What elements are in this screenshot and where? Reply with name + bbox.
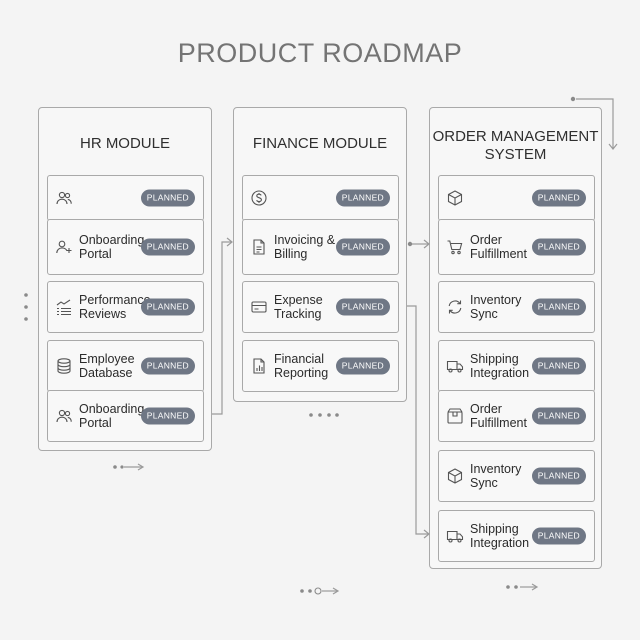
status-badge: PLANNED bbox=[531, 407, 586, 425]
feature-label: Financial Reporting bbox=[274, 352, 329, 380]
status-badge: PLANNED bbox=[531, 238, 586, 256]
feature-card[interactable]: Inventory Sync PLANNED bbox=[438, 281, 595, 333]
box-icon bbox=[446, 189, 464, 207]
feature-label: Inventory Sync bbox=[470, 293, 522, 321]
status-badge: PLANNED bbox=[531, 298, 586, 316]
status-badge: PLANNED bbox=[335, 357, 390, 375]
feature-card[interactable]: Shipping Integration PLANNED bbox=[438, 510, 595, 562]
document-icon bbox=[250, 238, 268, 256]
status-badge: PLANNED bbox=[531, 357, 586, 375]
feature-label: Onboarding Portal bbox=[79, 402, 145, 430]
connector-hr-finance bbox=[212, 241, 231, 415]
feature-label: Performance Reviews bbox=[79, 293, 151, 321]
feature-label: Onboarding Portal bbox=[79, 233, 145, 261]
status-badge: PLANNED bbox=[140, 298, 195, 316]
status-badge: PLANNED bbox=[335, 189, 390, 207]
feature-label: Order Fulfillment bbox=[470, 402, 527, 430]
module-finance: FINANCE MODULE PLANNED Invoicing & Billi… bbox=[233, 107, 407, 402]
feature-label: Inventory Sync bbox=[470, 462, 522, 490]
status-badge: PLANNED bbox=[140, 189, 195, 207]
people-icon bbox=[55, 189, 73, 207]
people-icon bbox=[55, 407, 73, 425]
dollar-coin-icon bbox=[250, 189, 268, 207]
truck-icon bbox=[446, 357, 464, 375]
page-title: PRODUCT ROADMAP bbox=[177, 38, 463, 68]
feature-card[interactable]: Inventory Sync PLANNED bbox=[438, 450, 595, 502]
status-badge: PLANNED bbox=[531, 189, 586, 207]
feature-card[interactable]: Onboarding Portal PLANNED bbox=[47, 390, 204, 442]
cart-icon bbox=[446, 238, 464, 256]
feature-card[interactable]: Financial Reporting PLANNED bbox=[242, 340, 399, 392]
person-add-icon bbox=[55, 238, 73, 256]
status-badge: PLANNED bbox=[335, 298, 390, 316]
feature-card[interactable]: Shipping Integration PLANNED bbox=[438, 340, 595, 392]
feature-card[interactable]: Employee Database PLANNED bbox=[47, 340, 204, 392]
module-order-management: ORDER MANAGEMENT SYSTEM PLANNED Order Fu… bbox=[429, 107, 602, 569]
trend-list-icon bbox=[55, 298, 73, 316]
package-icon bbox=[446, 407, 464, 425]
feature-card[interactable]: Onboarding Portal PLANNED bbox=[47, 219, 204, 275]
box-icon bbox=[446, 467, 464, 485]
module-hr: HR MODULE PLANNED Onboarding Portal PLAN… bbox=[38, 107, 212, 451]
feature-label: Employee Database bbox=[79, 352, 135, 380]
feature-card[interactable]: Order Fulfillment PLANNED bbox=[438, 219, 595, 275]
feature-label: Expense Tracking bbox=[274, 293, 323, 321]
report-chart-icon bbox=[250, 357, 268, 375]
feature-label: Invoicing & Billing bbox=[274, 233, 336, 261]
feature-card[interactable]: Invoicing & Billing PLANNED bbox=[242, 219, 399, 275]
status-badge: PLANNED bbox=[531, 467, 586, 485]
status-badge: PLANNED bbox=[140, 238, 195, 256]
feature-label: Order Fulfillment bbox=[470, 233, 527, 261]
status-badge: PLANNED bbox=[140, 407, 195, 425]
feature-card[interactable]: PLANNED bbox=[438, 175, 595, 221]
feature-card[interactable]: Performance Reviews PLANNED bbox=[47, 281, 204, 333]
feature-label: Shipping Integration bbox=[470, 352, 530, 380]
status-badge: PLANNED bbox=[531, 527, 586, 545]
feature-card[interactable]: Expense Tracking PLANNED bbox=[242, 281, 399, 333]
feature-card[interactable]: PLANNED bbox=[242, 175, 399, 221]
status-badge: PLANNED bbox=[140, 357, 195, 375]
module-title: FINANCE MODULE bbox=[252, 135, 388, 152]
module-title: HR MODULE bbox=[79, 135, 170, 152]
database-icon bbox=[55, 357, 73, 375]
status-badge: PLANNED bbox=[335, 238, 390, 256]
module-title: ORDER MANAGEMENT SYSTEM bbox=[432, 128, 599, 163]
sync-icon bbox=[446, 298, 464, 316]
feature-card[interactable]: Order Fulfillment PLANNED bbox=[438, 390, 595, 442]
feature-card[interactable]: PLANNED bbox=[47, 175, 204, 221]
feature-label: Shipping Integration bbox=[470, 522, 530, 550]
receipt-icon bbox=[250, 298, 268, 316]
connector-finance-oms-lower bbox=[407, 305, 428, 535]
truck-icon bbox=[446, 527, 464, 545]
